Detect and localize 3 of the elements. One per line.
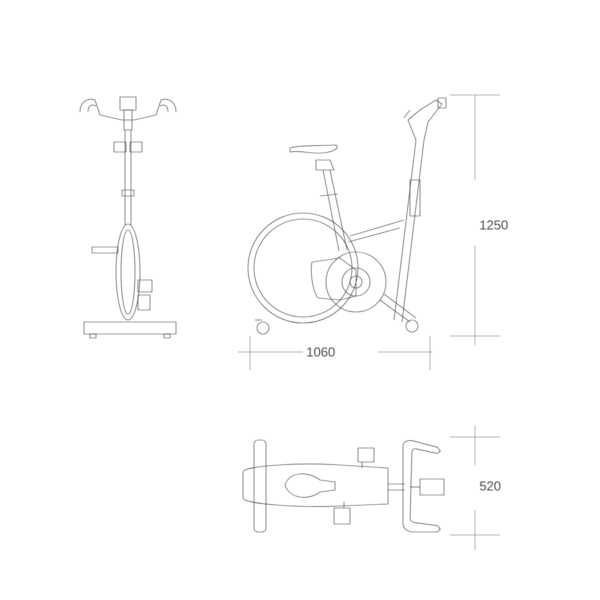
dimension-label: 1250 — [480, 220, 508, 230]
dimension-label: 1060 — [307, 347, 335, 357]
dimension-label: 520 — [480, 481, 500, 491]
